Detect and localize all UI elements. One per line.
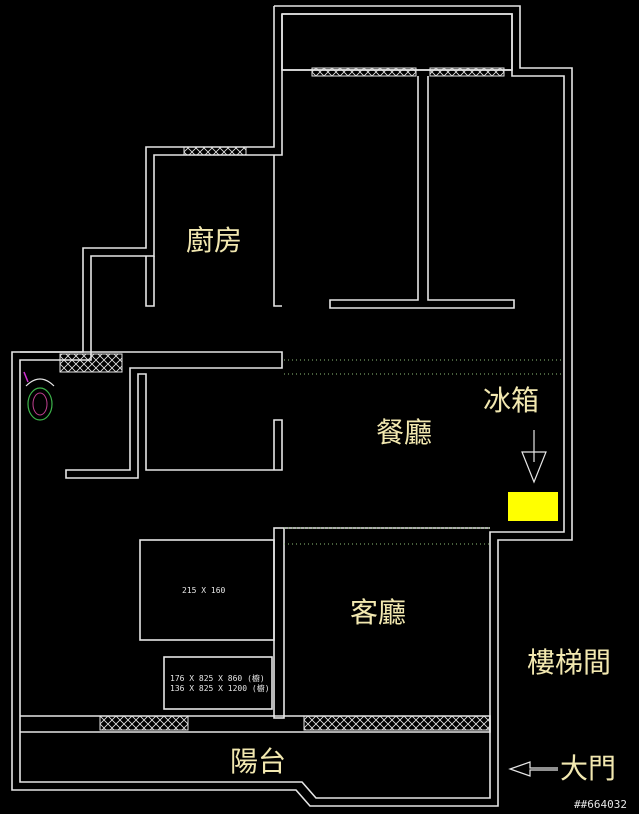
window-balcony-right: [303, 715, 491, 731]
label-kitchen: 廚房: [186, 224, 242, 257]
table: [139, 539, 275, 641]
label-stairwell: 樓梯間: [527, 646, 611, 679]
window-top-right: [429, 67, 505, 77]
toilet-icon: [23, 371, 55, 421]
outer-walls: [11, 5, 573, 807]
inner-walls: [20, 13, 515, 733]
cabinet: [163, 656, 273, 710]
fridge-marker: [508, 492, 558, 521]
window-top-left: [311, 67, 417, 77]
label-fridge: 冰箱: [483, 384, 539, 417]
window-kitchen: [183, 146, 247, 156]
door-arrow: [508, 761, 558, 777]
label-main-door: 大門: [560, 752, 616, 785]
cabinet-dims-1: 176 X 825 X 860 (櫥): [170, 673, 265, 683]
label-living: 客廳: [350, 596, 406, 629]
cabinet-dims-2: 136 X 825 X 1200 (櫥): [170, 683, 270, 693]
watermark: ##664032: [574, 798, 627, 811]
label-dining: 餐廳: [376, 416, 432, 449]
window-balcony-left: [99, 715, 189, 731]
label-balcony: 陽台: [230, 745, 286, 778]
fridge-arrow: [521, 430, 547, 484]
window-bath: [59, 353, 123, 373]
table-dims: 215 X 160: [182, 586, 226, 595]
